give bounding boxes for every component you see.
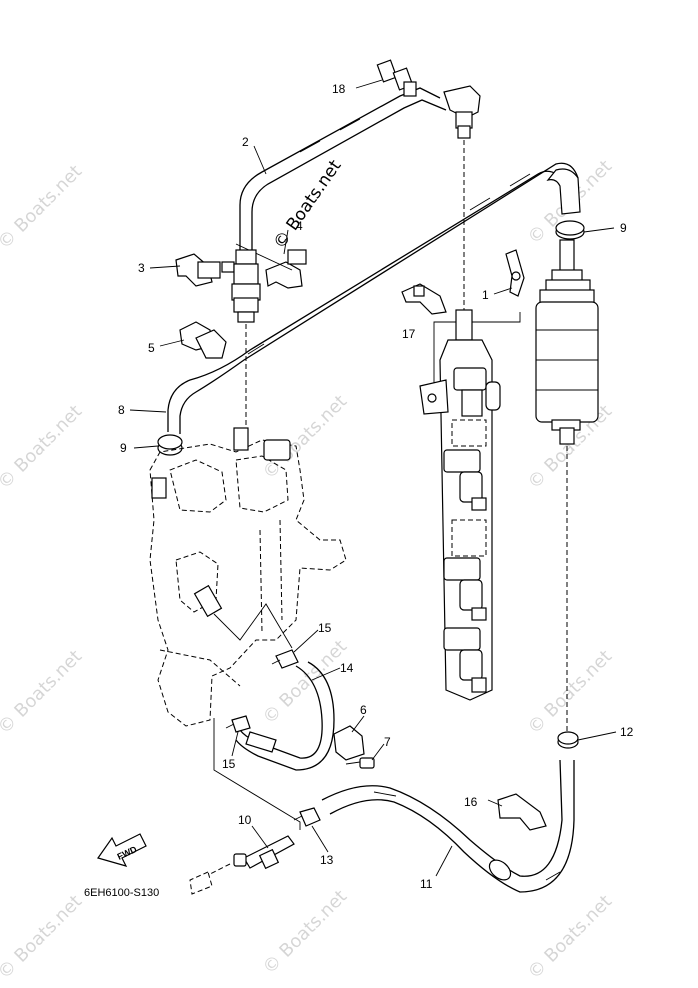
diagram-code: 6EH6100-S130 [84, 887, 159, 899]
callout-4: 4 [296, 219, 303, 233]
callout-8: 8 [118, 403, 125, 417]
callout-11: 11 [420, 877, 433, 891]
callouts: 18 2 4 3 1 9 17 5 8 9 15 14 6 7 15 12 16… [118, 82, 634, 891]
callout-6: 6 [360, 703, 367, 717]
fuel-rail [419, 309, 501, 701]
callout-3: 3 [138, 261, 145, 275]
leader-line [213, 603, 293, 649]
screw-7 [345, 757, 375, 769]
injector [443, 557, 487, 621]
hose-stub [189, 871, 213, 895]
hose-2 [239, 87, 447, 252]
bracket-6 [333, 725, 365, 761]
callout-1: 1 [482, 288, 489, 302]
injector [453, 367, 501, 417]
clip-13 [293, 807, 321, 827]
callout-15-lower: 15 [222, 757, 236, 771]
callout-12: 12 [620, 725, 634, 739]
injector [443, 449, 487, 511]
callout-13: 13 [320, 853, 334, 867]
watermark: © Boats.net [0, 646, 86, 738]
leader-lines [129, 79, 617, 877]
watermark: © Boats.net [0, 891, 86, 983]
clip-4 [265, 249, 307, 289]
watermark: © Boats.net [0, 401, 86, 493]
clamp-5 [179, 321, 227, 359]
callout-2: 2 [242, 135, 249, 149]
watermark: © Boats.net [259, 636, 351, 728]
callout-18: 18 [332, 82, 346, 96]
clip-18 [376, 59, 417, 97]
clip-15-upper [271, 649, 299, 669]
watermark: © Boats.net [259, 886, 351, 978]
callout-9-upper: 9 [620, 221, 627, 235]
hose-14 [235, 661, 335, 771]
watermark-main: © Boats.net [270, 156, 346, 253]
clamp-12 [557, 731, 579, 749]
callout-16: 16 [464, 795, 478, 809]
leader-line [235, 243, 293, 271]
fuel-filter [535, 239, 599, 445]
vapor-separator [149, 427, 347, 727]
clip-3 [175, 253, 235, 287]
union-joint [231, 249, 261, 323]
callout-10: 10 [238, 813, 252, 827]
callout-17: 17 [402, 327, 416, 341]
callout-15-upper: 15 [318, 621, 332, 635]
watermark: © Boats.net [524, 891, 616, 983]
bracket-1 [505, 249, 525, 297]
hose-8 [167, 162, 581, 434]
watermark: © Boats.net [259, 391, 351, 483]
callout-14: 14 [340, 661, 354, 675]
elbow-fitting [443, 85, 481, 139]
clip-17 [401, 283, 447, 315]
leader-17 [433, 312, 521, 330]
tee-joint-10 [209, 835, 295, 875]
clamp-9-lower [157, 434, 183, 456]
clip-16 [497, 793, 547, 831]
clip-15-lower [225, 715, 251, 733]
callout-7: 7 [384, 735, 391, 749]
frame-line [213, 718, 301, 830]
clamp-9-upper [555, 220, 585, 240]
callout-5: 5 [148, 341, 155, 355]
injector [443, 627, 487, 693]
fwd-arrow: FWD [97, 833, 147, 867]
watermark: © Boats.net [524, 646, 616, 738]
callout-9-lower: 9 [120, 441, 127, 455]
watermark: © Boats.net [0, 161, 86, 253]
hose-11 [321, 759, 575, 893]
